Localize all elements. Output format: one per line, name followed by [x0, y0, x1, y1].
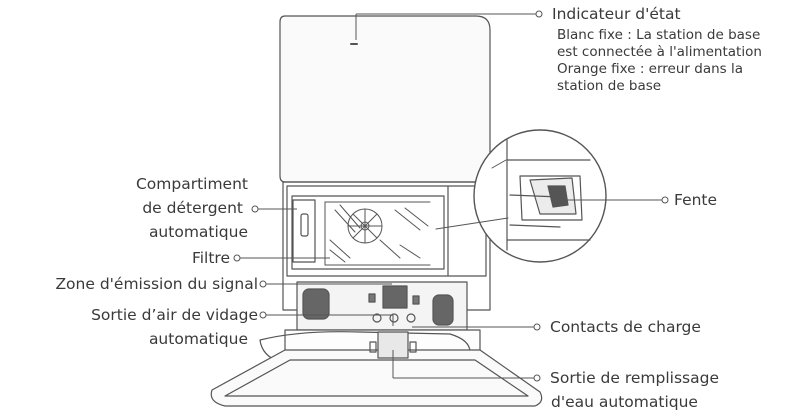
dust-bin-lid	[279, 15, 491, 183]
detergent-label-line-1: Compartiment	[135, 175, 248, 193]
ramp-plate	[210, 329, 543, 407]
filter-label: Filtre	[191, 249, 230, 267]
slot-label: Fente	[674, 191, 718, 209]
station-body	[282, 181, 491, 331]
charge-contacts-label: Contacts de charge	[550, 318, 701, 336]
air-outlet-label-line-1: Sortie d’air de vidage	[91, 306, 258, 324]
slot-zoom-detail	[435, 129, 607, 263]
water-outlet-label-line-2: d'eau automatique	[551, 393, 698, 411]
status-indicator-label: Indicateur d'état	[552, 5, 681, 23]
leader-lines	[240, 13, 662, 379]
detergent-label-line-3: automatique	[148, 223, 248, 241]
signal-zone-label: Zone d'émission du signal	[55, 275, 258, 293]
status-desc-line-2: est connectée à l'alimentation	[557, 44, 762, 60]
status-desc-line-3: Orange fixe : erreur dans la	[557, 61, 744, 77]
callout-markers	[233, 10, 669, 382]
detergent-label-line-2: de détergent	[142, 199, 243, 217]
status-desc-line-1: Blanc fixe : La station de base	[557, 27, 761, 43]
air-outlet-label-line-2: automatique	[148, 330, 248, 348]
water-outlet-label-line-1: Sortie de remplissage	[550, 369, 719, 387]
status-desc-line-4: station de base	[557, 78, 662, 94]
